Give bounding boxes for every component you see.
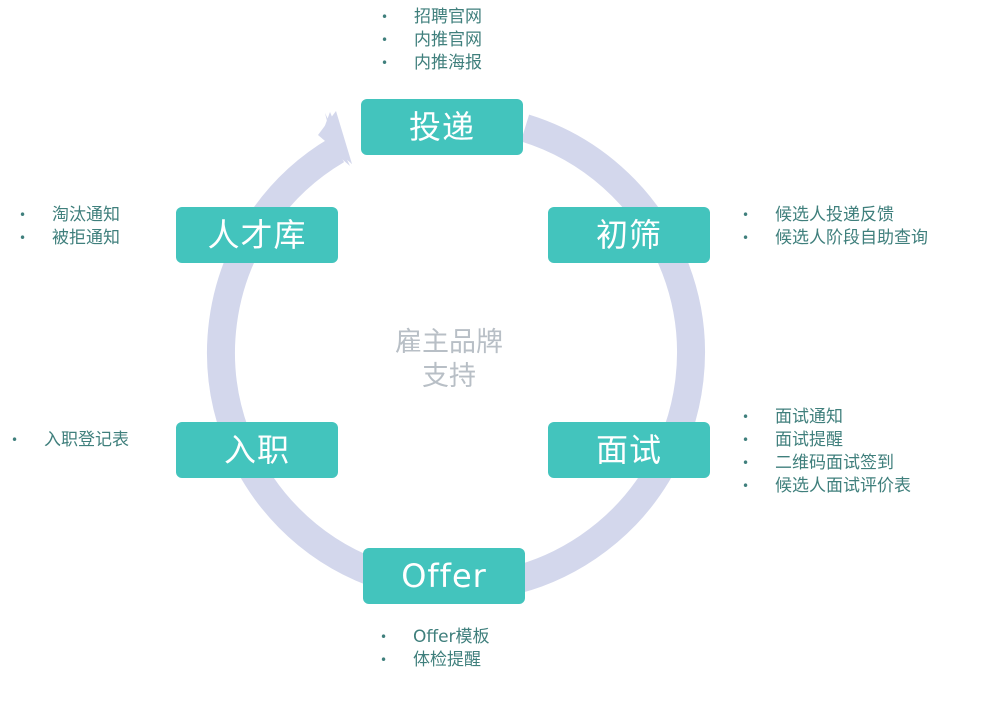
stage-onboard: 入职 bbox=[176, 422, 338, 478]
notes-onboard: 入职登记表 bbox=[11, 429, 129, 452]
note-item: 被拒通知 bbox=[19, 227, 120, 250]
stage-interview: 面试 bbox=[548, 422, 710, 478]
center-label-line-1: 雇主品牌 bbox=[395, 327, 503, 358]
note-item: 体检提醒 bbox=[380, 649, 490, 672]
notes-offer: Offer模板 体检提醒 bbox=[380, 626, 490, 672]
stage-offer: Offer bbox=[363, 548, 525, 604]
notes-deliver: 招聘官网 内推官网 内推海报 bbox=[381, 6, 482, 75]
note-item: 二维码面试签到 bbox=[742, 452, 911, 475]
note-item: 淘汰通知 bbox=[19, 204, 120, 227]
center-label-line-2: 支持 bbox=[422, 361, 476, 392]
notes-screen: 候选人投递反馈 候选人阶段自助查询 bbox=[742, 204, 952, 250]
stage-screen: 初筛 bbox=[548, 207, 710, 263]
center-label: 雇主品牌 支持 bbox=[369, 326, 529, 394]
note-item: Offer模板 bbox=[380, 626, 490, 649]
note-item: 内推海报 bbox=[381, 52, 482, 75]
note-item: 内推官网 bbox=[381, 29, 482, 52]
note-item: 面试通知 bbox=[742, 406, 911, 429]
stage-deliver: 投递 bbox=[361, 99, 523, 155]
note-item: 候选人投递反馈 bbox=[742, 204, 952, 227]
note-item: 候选人面试评价表 bbox=[742, 475, 911, 498]
note-item: 候选人阶段自助查询 bbox=[742, 227, 952, 250]
stage-talent-pool: 人才库 bbox=[176, 207, 338, 263]
note-item: 招聘官网 bbox=[381, 6, 482, 29]
note-item: 入职登记表 bbox=[11, 429, 129, 452]
notes-talent-pool: 淘汰通知 被拒通知 bbox=[19, 204, 120, 250]
notes-interview: 面试通知 面试提醒 二维码面试签到 候选人面试评价表 bbox=[742, 406, 911, 498]
note-item: 面试提醒 bbox=[742, 429, 911, 452]
